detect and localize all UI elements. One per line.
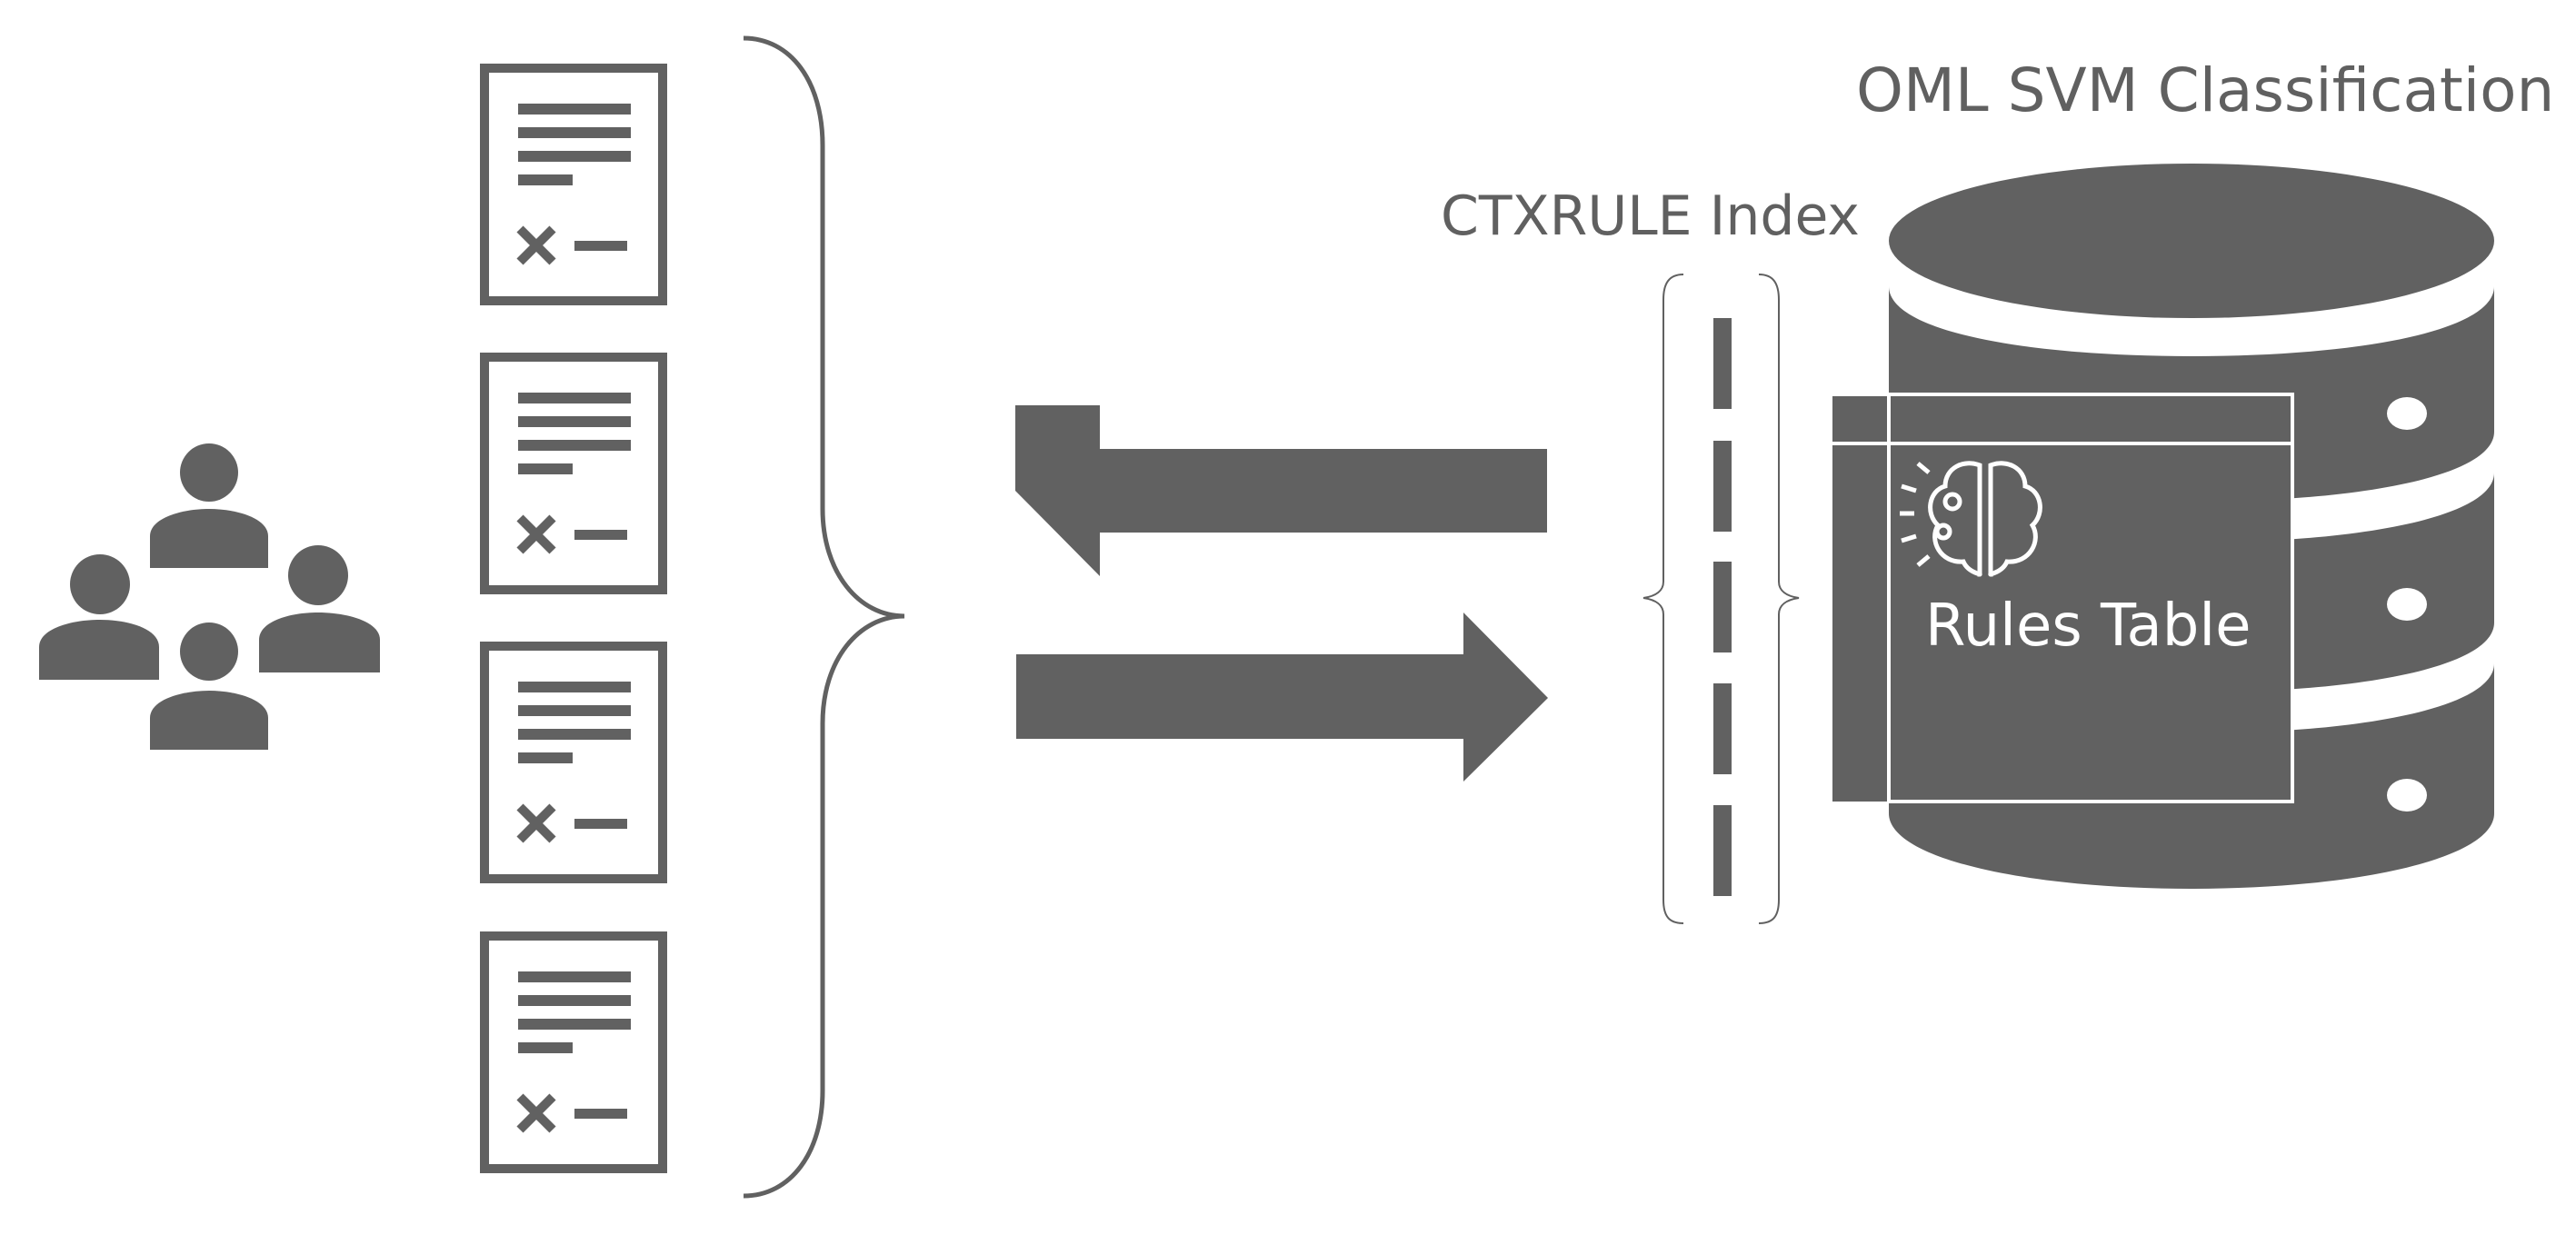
document-icon [480, 353, 667, 594]
close-icon [516, 514, 556, 554]
grouping-brace [743, 35, 905, 1199]
rules-table-label: Rules Table [1925, 593, 2252, 660]
document-icon [480, 931, 667, 1173]
documents-column [480, 64, 667, 1173]
database-slot-3 [2387, 779, 2427, 812]
arrow-left [1015, 405, 1547, 576]
rules-table [1832, 393, 2294, 803]
brain-gear-icon [1900, 461, 2042, 577]
users-group-icon [39, 443, 380, 750]
index-dashes [1713, 318, 1732, 896]
database-slot-1 [2387, 397, 2427, 430]
database-slot-2 [2387, 588, 2427, 621]
close-icon [516, 803, 556, 843]
index-title: CTXRULE Index [1441, 184, 1860, 248]
arrow-right [1016, 613, 1548, 782]
document-icon [480, 64, 667, 305]
index-bracket [1642, 274, 1800, 924]
document-icon [480, 642, 667, 883]
database-title: OML SVM Classification [1856, 55, 2554, 125]
close-icon [516, 1093, 556, 1133]
close-icon [516, 225, 556, 265]
